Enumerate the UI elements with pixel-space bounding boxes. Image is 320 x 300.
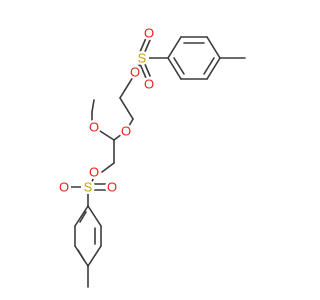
- bond: [119, 76, 134, 99]
- bond: [139, 63, 147, 79]
- atom-label: O: [89, 165, 99, 180]
- bond: [173, 57, 185, 75]
- atom-o-top-sulfonyl-b: O: [142, 77, 156, 92]
- atom-s-top: S: [135, 51, 149, 66]
- bond: [167, 57, 182, 80]
- molecule-diagram: S O O O O O O S: [57, 26, 246, 288]
- atom-o-methoxy: O: [87, 120, 101, 135]
- atom-label: O: [89, 120, 99, 135]
- bond: [206, 57, 221, 80]
- bond: [91, 99, 95, 113]
- atom-label: O: [59, 180, 69, 195]
- bond: [74, 205, 89, 227]
- bond: [143, 61, 151, 77]
- atom-o-bottom-sulfonyl-a: O: [57, 180, 71, 195]
- atom-s-bottom: S: [81, 180, 95, 195]
- bond: [203, 57, 215, 75]
- bond: [139, 37, 147, 53]
- bond: [87, 245, 102, 267]
- atom-o-top-sulfonyl-a: O: [142, 26, 156, 41]
- atom-o-top-ester: O: [128, 65, 142, 80]
- bond: [119, 97, 134, 120]
- atom-o-bottom-ester: O: [87, 165, 101, 180]
- bond: [143, 39, 151, 55]
- atom-label: O: [130, 65, 140, 80]
- atom-label: O: [121, 124, 131, 139]
- atom-o-ether: O: [119, 124, 133, 139]
- bond: [99, 130, 115, 141]
- bond: [206, 36, 221, 59]
- atom-label: O: [144, 26, 154, 41]
- bond: [79, 211, 87, 223]
- atom-label: S: [138, 51, 147, 66]
- bond-layer: [68, 36, 246, 288]
- bond: [87, 205, 102, 227]
- atom-label: S: [84, 180, 93, 195]
- atom-layer: S O O O O O O S: [57, 26, 156, 195]
- bond: [101, 162, 115, 173]
- bond: [167, 36, 182, 59]
- atom-o-bottom-sulfonyl-b: O: [105, 180, 119, 195]
- bond: [77, 249, 85, 261]
- atom-label: O: [144, 77, 154, 92]
- atom-label: O: [107, 180, 117, 195]
